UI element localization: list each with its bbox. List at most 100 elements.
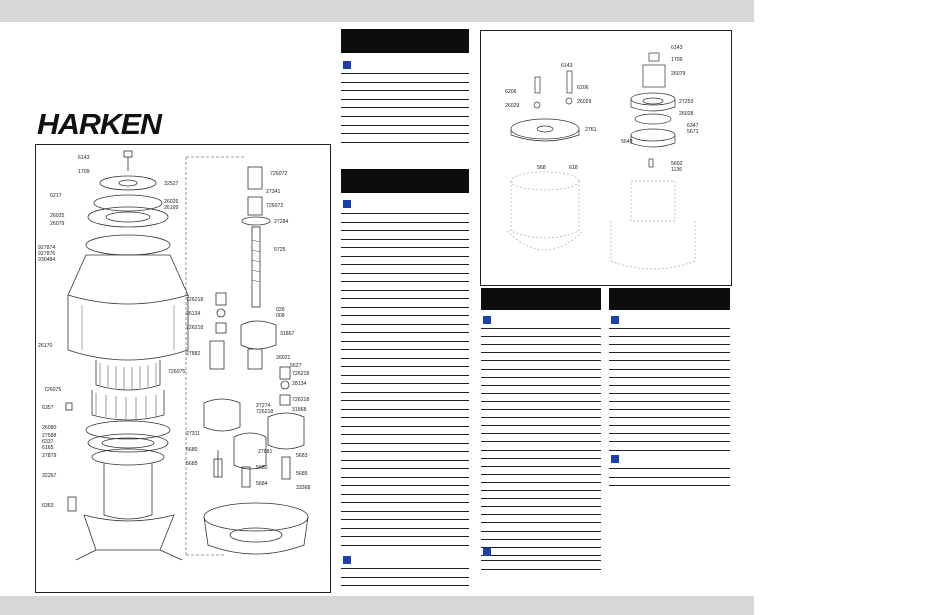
svg-text:27881: 27881 bbox=[258, 449, 273, 455]
parts-list-row bbox=[609, 476, 730, 478]
parts-list-row bbox=[609, 376, 730, 378]
parts-list-row bbox=[609, 449, 730, 451]
parts-list-row bbox=[341, 383, 469, 384]
svg-text:5671: 5671 bbox=[687, 129, 699, 135]
parts-list-row bbox=[341, 116, 469, 117]
svg-text:726075: 726075 bbox=[168, 369, 185, 375]
svg-text:6337: 6337 bbox=[42, 439, 54, 445]
section-marker-icon bbox=[611, 316, 619, 324]
parts-list-row bbox=[609, 417, 730, 419]
parts-list-row bbox=[341, 585, 469, 586]
parts-list-row bbox=[341, 476, 469, 478]
parts-list-row bbox=[609, 344, 730, 346]
svg-text:27341: 27341 bbox=[266, 189, 281, 195]
svg-text:568: 568 bbox=[537, 165, 546, 171]
svg-text:5685: 5685 bbox=[186, 461, 198, 467]
svg-text:27882: 27882 bbox=[186, 351, 201, 357]
parts-list-row bbox=[481, 376, 601, 378]
section-header bbox=[341, 169, 469, 193]
parts-list-row bbox=[481, 473, 601, 475]
parts-list-row bbox=[609, 384, 730, 386]
parts-list-row bbox=[481, 433, 601, 435]
parts-list-row bbox=[481, 368, 601, 370]
svg-text:26025: 26025 bbox=[50, 213, 65, 219]
parts-list-row bbox=[481, 384, 601, 386]
svg-text:5680: 5680 bbox=[256, 465, 268, 471]
section-marker-icon bbox=[611, 455, 619, 463]
parts-list-row bbox=[481, 441, 601, 443]
svg-text:26079: 26079 bbox=[671, 71, 686, 77]
section-marker-icon bbox=[343, 61, 351, 69]
parts-list-row bbox=[341, 502, 469, 503]
parts-list-row bbox=[341, 81, 469, 83]
section-marker-icon bbox=[483, 316, 491, 324]
parts-list-row bbox=[609, 433, 730, 435]
parts-list-row bbox=[341, 536, 469, 537]
parts-list-row bbox=[481, 560, 601, 561]
parts-list-row bbox=[341, 349, 469, 350]
parts-list-row bbox=[341, 306, 469, 308]
svg-text:6357: 6357 bbox=[42, 405, 54, 411]
parts-list-row bbox=[481, 409, 601, 410]
parts-list-row bbox=[481, 336, 601, 338]
svg-text:6363: 6363 bbox=[42, 503, 54, 509]
svg-text:26170: 26170 bbox=[38, 343, 53, 349]
svg-text:26134: 26134 bbox=[186, 311, 201, 317]
svg-text:31868: 31868 bbox=[292, 407, 307, 413]
svg-text:927876: 927876 bbox=[38, 251, 55, 257]
top-bar bbox=[0, 0, 754, 22]
svg-text:726218: 726218 bbox=[292, 371, 309, 377]
parts-list-row bbox=[609, 336, 730, 338]
parts-list-row bbox=[609, 425, 730, 427]
svg-text:26028: 26028 bbox=[679, 111, 694, 117]
section-marker-icon bbox=[483, 548, 491, 556]
parts-list-row bbox=[609, 392, 730, 394]
svg-text:726072: 726072 bbox=[266, 203, 283, 209]
svg-text:618: 618 bbox=[569, 165, 578, 171]
parts-list-row bbox=[609, 441, 730, 443]
section-header bbox=[481, 288, 601, 310]
parts-list-row bbox=[341, 247, 469, 248]
svg-text:927874: 927874 bbox=[38, 245, 55, 251]
parts-list-row bbox=[341, 576, 469, 578]
svg-text:33368: 33368 bbox=[296, 485, 311, 491]
parts-list-row bbox=[481, 554, 601, 556]
parts-list-row bbox=[481, 514, 601, 516]
svg-text:726218: 726218 bbox=[186, 297, 203, 303]
parts-list-row bbox=[341, 442, 469, 444]
svg-text:726075: 726075 bbox=[44, 387, 61, 393]
svg-text:27311: 27311 bbox=[186, 431, 200, 437]
parts-list-row bbox=[341, 281, 469, 282]
parts-list-row bbox=[481, 568, 601, 570]
parts-list-row bbox=[481, 490, 601, 491]
parts-list-row bbox=[481, 506, 601, 508]
svg-text:5627: 5627 bbox=[290, 363, 302, 369]
svg-text:1709: 1709 bbox=[78, 169, 90, 175]
svg-text:5685: 5685 bbox=[296, 471, 308, 477]
parts-list-row bbox=[481, 400, 601, 402]
svg-text:2761: 2761 bbox=[585, 127, 597, 133]
parts-list-row bbox=[609, 328, 730, 329]
parts-list-row bbox=[481, 392, 601, 394]
parts-list-row bbox=[481, 425, 601, 427]
parts-list-row bbox=[481, 344, 601, 346]
parts-list-row bbox=[609, 368, 730, 370]
svg-text:5725: 5725 bbox=[274, 247, 286, 253]
parts-list-row bbox=[481, 328, 601, 329]
parts-list-row bbox=[609, 468, 730, 469]
svg-text:026: 026 bbox=[276, 307, 285, 313]
parts-list-row bbox=[481, 465, 601, 467]
harken-logo: HARKEN bbox=[37, 109, 162, 141]
parts-list-row bbox=[341, 544, 469, 546]
svg-text:6143: 6143 bbox=[671, 45, 683, 51]
parts-list-row bbox=[341, 459, 469, 461]
svg-text:32267: 32267 bbox=[42, 473, 57, 479]
svg-text:27588: 27588 bbox=[42, 433, 57, 439]
parts-list-row bbox=[481, 481, 601, 483]
svg-text:26021: 26021 bbox=[276, 355, 291, 361]
parts-list-row bbox=[481, 417, 601, 419]
svg-text:27253: 27253 bbox=[679, 99, 694, 105]
